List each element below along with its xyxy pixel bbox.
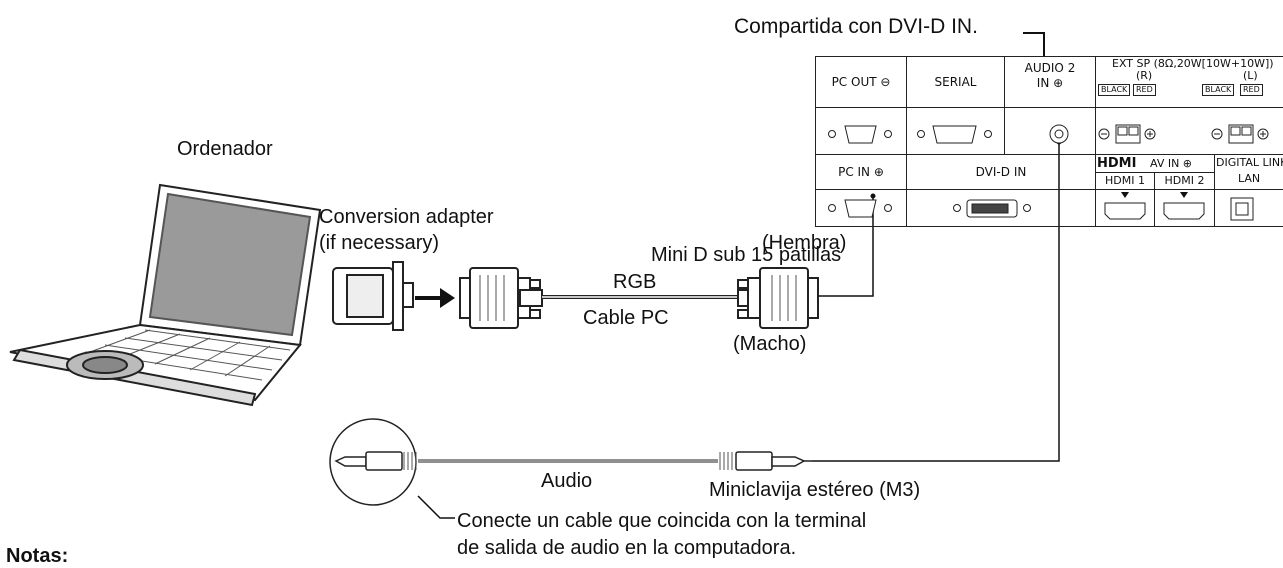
pc-cable-left-plug	[459, 267, 543, 329]
dvi-in-label: DVI-D IN	[975, 165, 1027, 179]
digital-link-label: DIGITAL LINK	[1216, 156, 1283, 169]
cell-lan-port	[1214, 189, 1283, 227]
rgb-label: RGB	[613, 271, 657, 293]
note-line1: Conecte un cable que coincida con la ter…	[457, 510, 867, 532]
black-label-r: BLACK	[1098, 84, 1131, 96]
conversion-adapter	[332, 261, 414, 331]
hdmi-logo: HDMI	[1097, 156, 1137, 171]
shared-dvi-label: Compartida con DVI-D IN.	[734, 15, 978, 38]
hdmi2-port	[1163, 202, 1205, 220]
black-label-l: BLACK	[1202, 84, 1235, 96]
hdmi1-label: HDMI 1	[1105, 174, 1145, 187]
cell-audio2-port	[1004, 107, 1096, 155]
ext-sp-l-label: (L)	[1243, 69, 1258, 82]
audio2-label-line2: IN ⊕	[1036, 76, 1064, 90]
lan-label: LAN	[1238, 172, 1261, 185]
av-in-label: AV IN ⊕	[1150, 157, 1193, 170]
cable-pc-label: Cable PC	[583, 307, 669, 329]
serial-port	[932, 125, 977, 144]
female-label: (Hembra)	[762, 232, 847, 254]
screw-icon	[828, 130, 836, 138]
ext-sp-label: EXT SP (8Ω,20W[10W+10W])	[1112, 57, 1274, 70]
laptop-illustration	[9, 183, 322, 407]
pc-in-port	[844, 199, 877, 218]
red-label-l: RED	[1240, 84, 1263, 96]
audio2-label-line1: AUDIO 2	[1024, 61, 1076, 75]
cell-serial-port	[906, 107, 1005, 155]
pc-cable-right-plug	[737, 267, 819, 329]
shared-callout-line	[1023, 32, 1045, 56]
computer-label: Ordenador	[177, 138, 273, 160]
conversion-adapter-label: Conversion adapter	[319, 206, 494, 228]
note-line2: de salida de audio en la computadora.	[457, 537, 797, 559]
cell-dvi-port	[906, 189, 1096, 227]
cell-hdmi2-port	[1154, 189, 1215, 227]
pc-in-label: PC IN ⊕	[838, 165, 884, 179]
cell-hdmi1-port	[1095, 189, 1155, 227]
note-callout-line	[417, 495, 455, 519]
ext-sp-r-label: (R)	[1136, 69, 1153, 82]
arrow-icon	[415, 288, 455, 308]
cell-pc-out-port	[815, 107, 907, 155]
audio-cable	[334, 451, 812, 471]
cell-ext-sp-port	[1095, 107, 1283, 155]
red-label-r: RED	[1133, 84, 1156, 96]
audio-label: Audio	[541, 470, 593, 492]
audio-connection-line	[812, 142, 1060, 462]
male-label: (Macho)	[733, 333, 807, 355]
stereo-jack-label: Miniclavija estéreo (M3)	[709, 479, 921, 501]
serial-label: SERIAL	[934, 75, 977, 89]
if-necessary-label: (if necessary)	[319, 232, 440, 254]
pc-out-label: PC OUT ⊖	[831, 75, 891, 89]
pc-in-connection-line	[818, 196, 874, 297]
hdmi1-port	[1104, 202, 1146, 220]
hdmi2-label: HDMI 2	[1164, 174, 1205, 187]
notes-heading: Notas:	[6, 545, 69, 567]
pc-out-port	[844, 125, 877, 144]
cell-pc-in-port	[815, 189, 907, 227]
mini-dsub-label: Mini D sub 15 patillas	[651, 244, 842, 266]
